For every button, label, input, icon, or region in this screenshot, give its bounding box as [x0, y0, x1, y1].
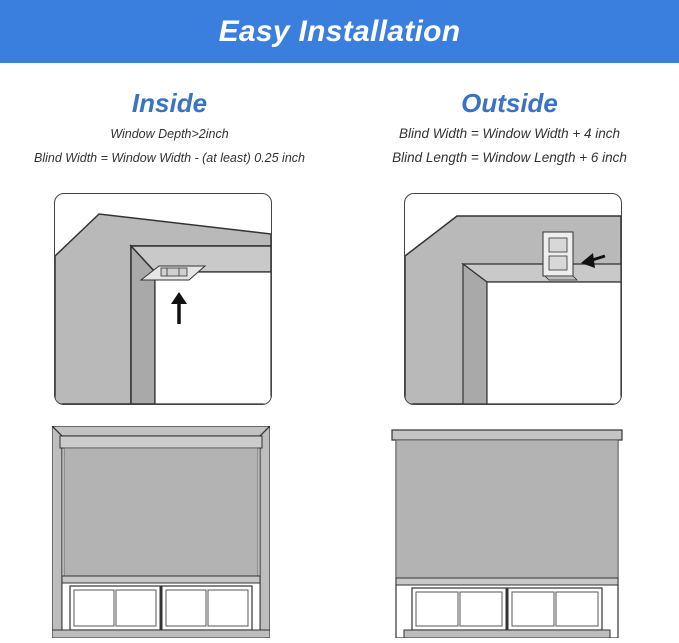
header-banner: Easy Installation [0, 0, 679, 63]
banner-title: Easy Installation [218, 14, 461, 48]
arrow-left-icon [581, 253, 606, 268]
arrow-up-icon [171, 292, 187, 324]
inside-column: Inside Window Depth>2inch Blind Width = … [0, 84, 339, 170]
bracket-icon [139, 265, 207, 281]
inside-bracket-illustration [55, 213, 271, 404]
bracket-icon [542, 231, 578, 281]
inside-width-note: Blind Width = Window Width - (at least) … [34, 151, 305, 165]
outside-width-note: Blind Width = Window Width + 4 inch [399, 126, 620, 141]
shade-fabric [63, 447, 259, 577]
outside-length-note: Blind Length = Window Length + 6 inch [392, 150, 627, 165]
outside-window-illustration [390, 426, 624, 643]
inside-window-illustration [50, 424, 272, 643]
inside-mount-detail [54, 193, 272, 405]
inside-depth-note: Window Depth>2inch [110, 127, 229, 141]
inside-heading: Inside [131, 88, 208, 118]
shade-fabric [395, 439, 619, 579]
outside-mount-detail [404, 193, 622, 405]
outside-bracket-illustration [405, 215, 621, 404]
outside-column: Outside Blind Width = Window Width + 4 i… [340, 84, 679, 170]
outside-heading: Outside [461, 88, 558, 118]
